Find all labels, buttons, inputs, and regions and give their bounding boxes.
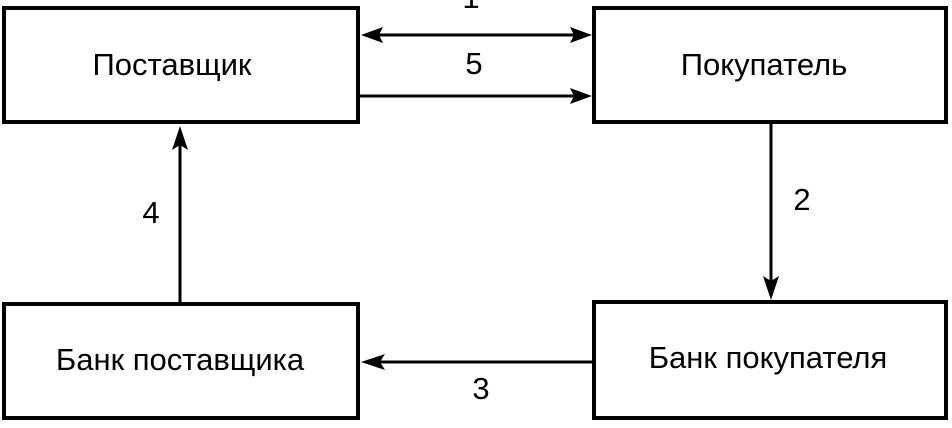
edge-1-label: 1: [462, 0, 479, 15]
edge-1: 1: [361, 0, 592, 43]
edge-3-label: 3: [472, 371, 489, 406]
edge-1-arrowhead-left: [361, 27, 383, 43]
node-supplier-label: Поставщик: [93, 47, 252, 82]
node-buyer: Покупатель: [592, 6, 948, 124]
edge-5: 5: [360, 46, 592, 104]
node-supplier-box: [2, 6, 360, 124]
node-buyer-label: Покупатель: [681, 47, 848, 82]
node-supplier: Поставщик: [2, 6, 360, 124]
edge-3: 3: [361, 354, 592, 406]
edge-2: 2: [763, 124, 811, 300]
edge-2-arrowhead: [763, 276, 779, 300]
node-buyer-bank: Банк покупателя: [592, 300, 948, 420]
edge-4-label: 4: [142, 195, 159, 230]
edge-2-label: 2: [793, 182, 810, 217]
node-supplier-bank-label: Банк поставщика: [56, 342, 305, 377]
node-buyer-box: [592, 6, 948, 124]
edge-5-label: 5: [465, 46, 482, 81]
node-buyer-bank-label: Банк покупателя: [649, 340, 888, 375]
node-buyer-bank-box: [592, 300, 948, 420]
node-supplier-bank-box: [2, 302, 360, 420]
edge-3-arrowhead: [361, 354, 385, 370]
edge-4-arrowhead: [172, 126, 188, 150]
edge-1-arrowhead-right: [570, 27, 592, 43]
node-supplier-bank: Банк поставщика: [2, 302, 360, 420]
edge-4: 4: [142, 126, 188, 302]
edge-5-arrowhead: [570, 88, 592, 104]
